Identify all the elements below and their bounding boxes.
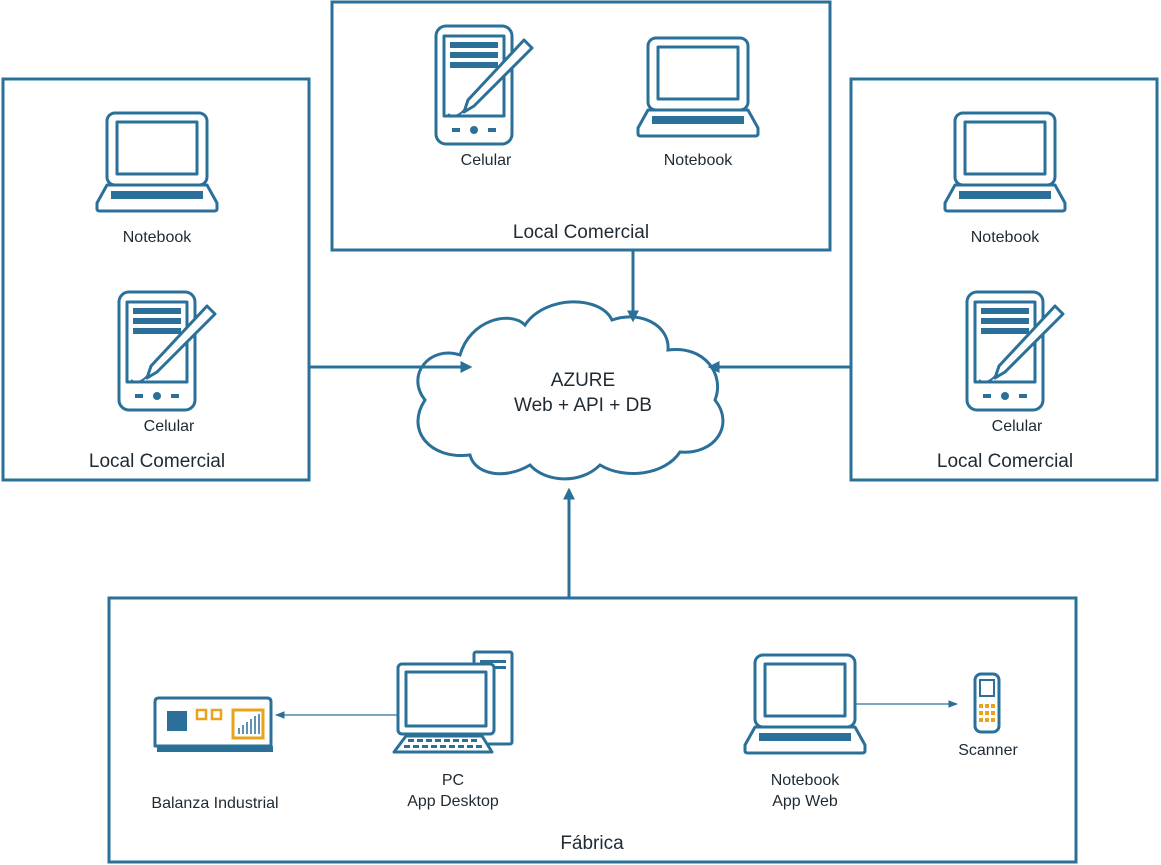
top-store-notebook-label: Notebook (664, 152, 733, 169)
factory-title: Fábrica (560, 833, 624, 854)
factory-box: Balanza Industrial PC App Desktop Notebo… (107, 596, 1078, 864)
left-store-phone-label: Celular (144, 418, 195, 435)
handheld-scanner-icon (973, 672, 1001, 734)
top-store-phone-label: Celular (461, 152, 512, 169)
scale-label: Balanza Industrial (151, 795, 278, 812)
pc-label: PC (442, 772, 464, 789)
right-store-box: Notebook Celular Local Comercial (849, 77, 1159, 482)
left-store-notebook-label: Notebook (123, 229, 192, 246)
left-store-title: Local Comercial (89, 451, 225, 472)
left-store-box: Notebook Celular Local Comercial (1, 77, 311, 482)
industrial-scale-icon (153, 696, 273, 752)
laptop-icon (943, 111, 1067, 213)
cloud-title: AZURE (551, 370, 615, 391)
scanner-label: Scanner (958, 742, 1018, 759)
right-store-notebook-label: Notebook (971, 229, 1040, 246)
laptop-icon (743, 653, 867, 755)
right-store-title: Local Comercial (937, 451, 1073, 472)
cloud-subtitle: Web + API + DB (514, 395, 652, 416)
right-store-phone-label: Celular (992, 418, 1043, 435)
top-store-box: Celular Notebook Local Comercial (330, 0, 832, 252)
laptop-icon (636, 36, 760, 138)
factory-notebook-label: Notebook (771, 772, 840, 789)
factory-notebook-app-label: App Web (772, 793, 838, 810)
laptop-icon (95, 111, 219, 213)
cloud-icon (416, 300, 725, 481)
desktop-pc-icon (392, 650, 514, 754)
top-store-title: Local Comercial (513, 222, 649, 243)
pc-app-label: App Desktop (407, 793, 499, 810)
